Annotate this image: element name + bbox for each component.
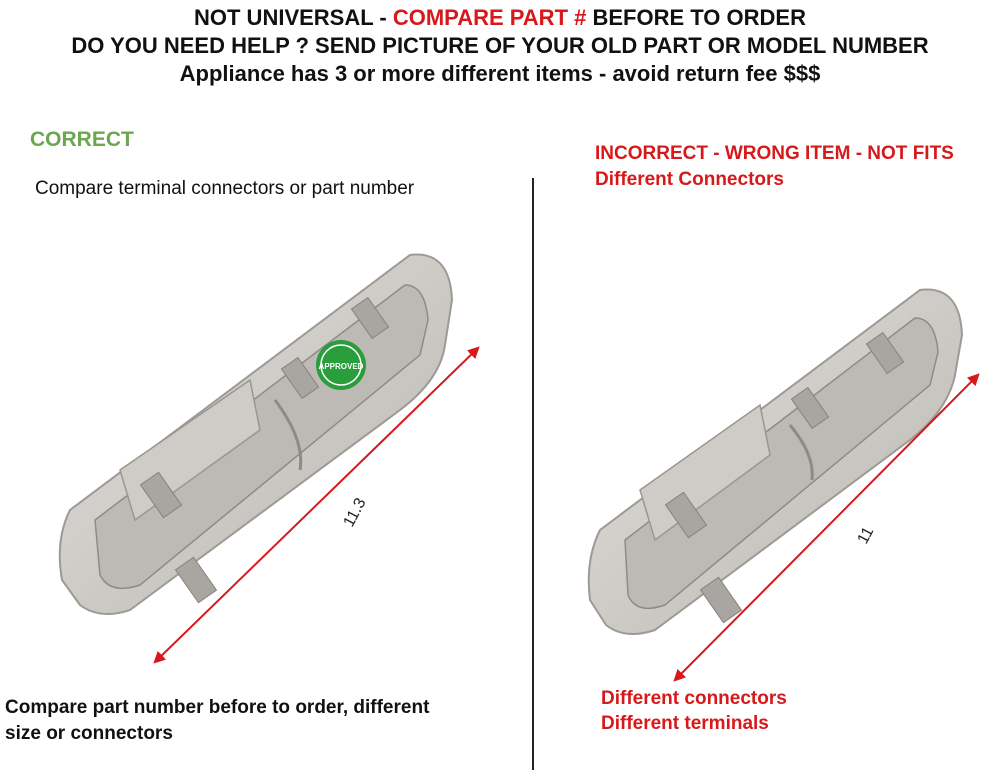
incorrect-footer-line-2: Different terminals (601, 713, 769, 734)
incorrect-label: INCORRECT - WRONG ITEM - NOT FITS (595, 143, 954, 164)
incorrect-dimension-label: 11 (855, 524, 878, 547)
correct-instruction: Compare terminal connectors or part numb… (35, 178, 415, 199)
column-divider (532, 178, 534, 770)
header-line-1: NOT UNIVERSAL - COMPARE PART # BEFORE TO… (0, 4, 1000, 32)
approved-badge-text: APPROVED (319, 362, 364, 371)
correct-label: CORRECT (30, 128, 134, 151)
correct-dimension-label: 11.3 (341, 495, 370, 530)
header-line-2: DO YOU NEED HELP ? SEND PICTURE OF YOUR … (71, 33, 929, 58)
incorrect-subtitle: Different Connectors (595, 169, 784, 190)
incorrect-footer-line-1: Different connectors (601, 688, 787, 709)
header-line-1-prefix: NOT UNIVERSAL - (194, 5, 393, 30)
correct-footer-line-1: Compare part number before to order, dif… (5, 697, 430, 718)
incorrect-part-image (587, 288, 964, 635)
correct-part-image: APPROVED (58, 253, 454, 615)
header-line-3: Appliance has 3 or more different items … (179, 61, 821, 86)
header-line-1-highlight: COMPARE PART # (392, 5, 587, 30)
incorrect-dimension-arrow (673, 373, 980, 682)
correct-dimension-arrow (153, 346, 480, 664)
correct-footer-line-2: size or connectors (5, 723, 173, 744)
header-line-1-suffix: BEFORE TO ORDER (586, 5, 806, 30)
